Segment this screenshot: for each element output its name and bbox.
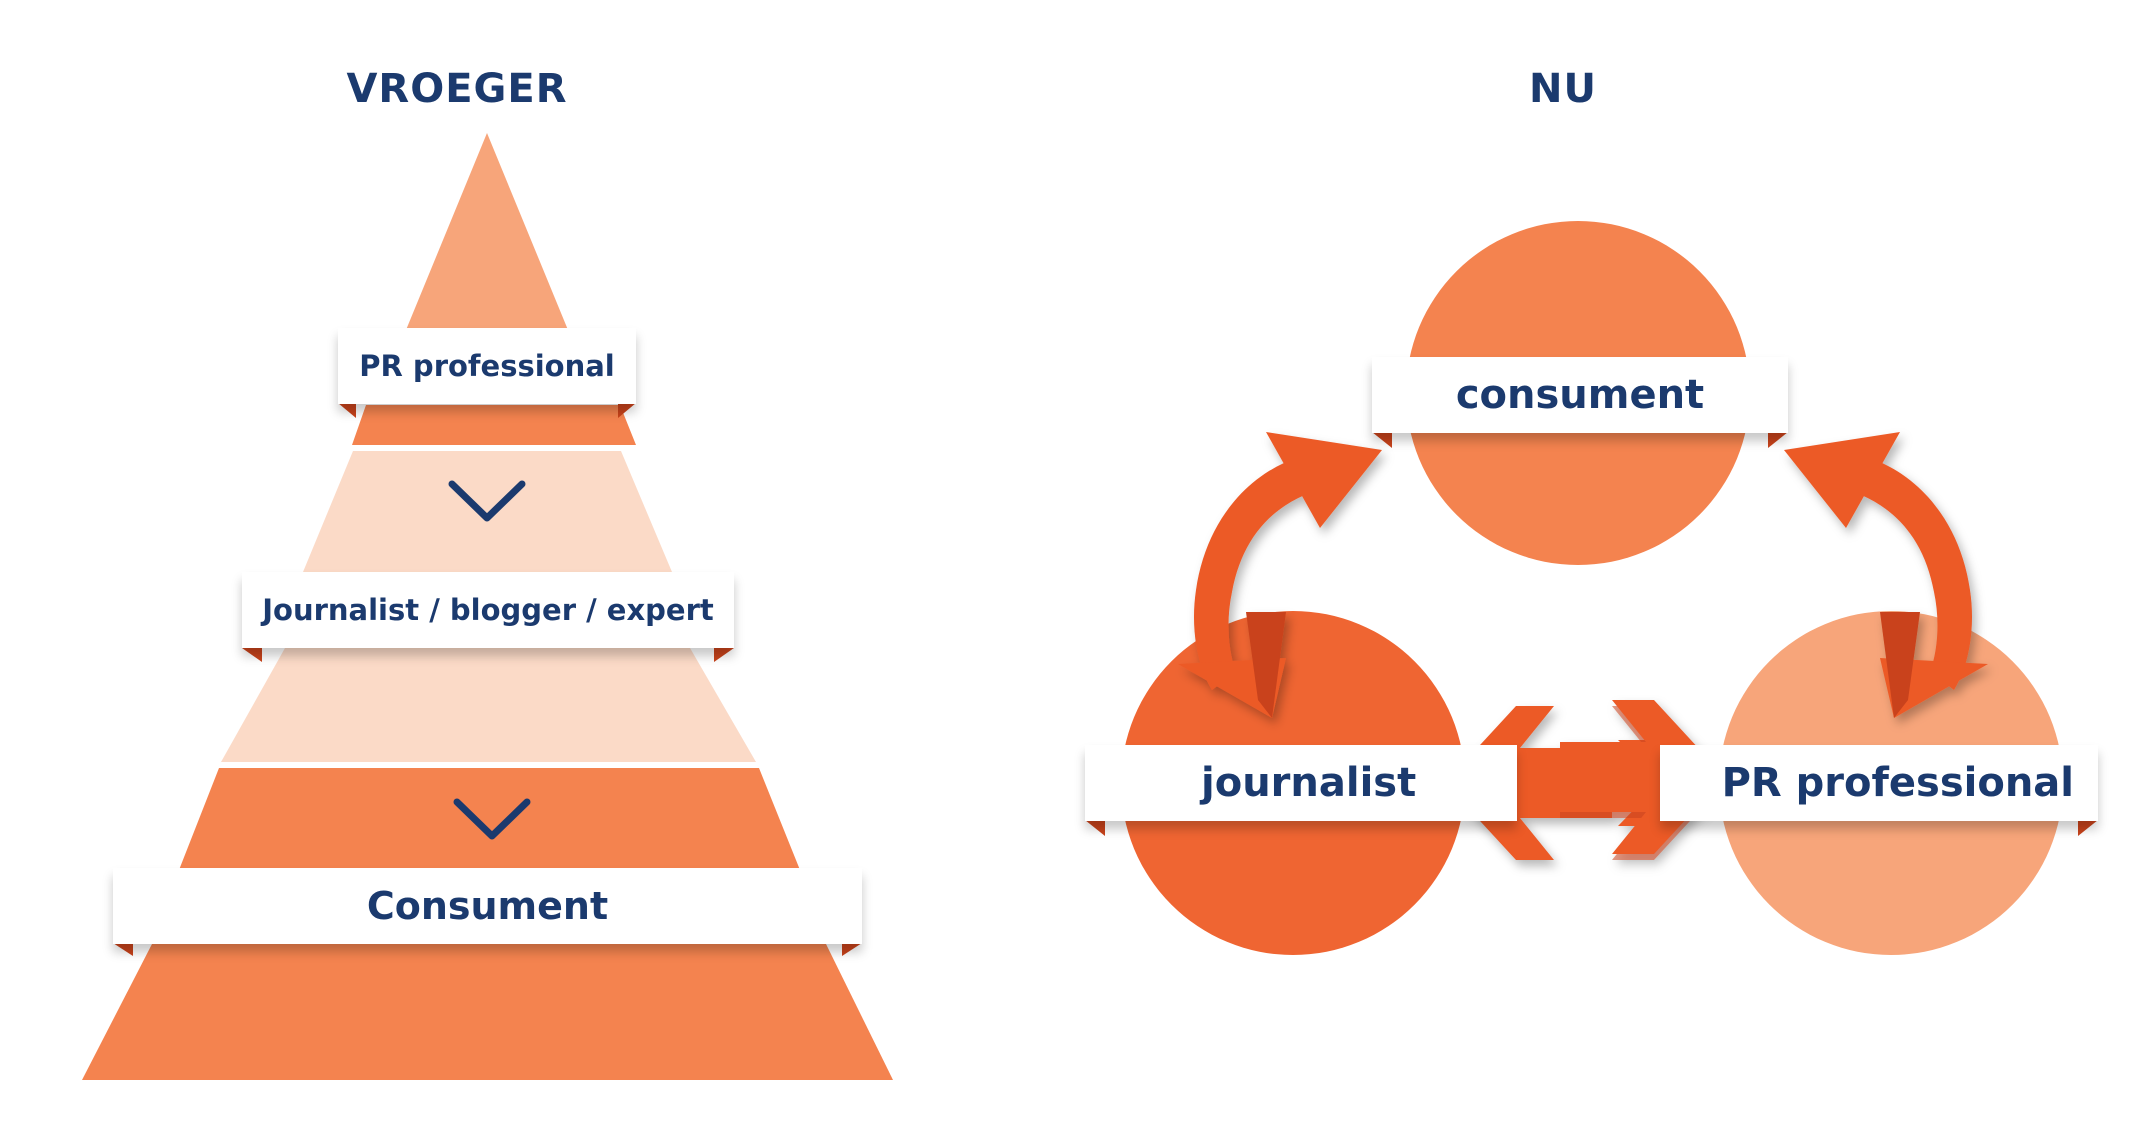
pyramid-base: [82, 944, 893, 1080]
fold: [1085, 820, 1105, 836]
pyramid: [82, 133, 893, 1080]
curved-double-arrow-icon: [1178, 432, 1382, 718]
cycle: [1085, 221, 2098, 955]
pyramid-band-3: [221, 648, 756, 762]
title-nu: NU: [1529, 66, 1597, 112]
fold: [1372, 432, 1392, 448]
fold: [242, 648, 262, 662]
label-consument-pyramid: Consument: [113, 868, 862, 944]
fold: [1768, 432, 1788, 448]
chevron-down-icon: [453, 798, 531, 840]
pyramid-band-2: [303, 451, 672, 572]
fold: [338, 403, 356, 418]
label-journalist-blogger-expert: Journalist / blogger / expert: [242, 572, 734, 648]
chevron-down-icon: [448, 480, 526, 522]
fold: [618, 403, 636, 418]
fold: [842, 943, 862, 956]
label-consument-cycle: consument: [1372, 357, 1788, 433]
fold: [714, 648, 734, 662]
label-journalist-cycle: journalist: [1085, 745, 1517, 821]
pyramid-band-1: [352, 405, 636, 445]
title-vroeger: VROEGER: [346, 66, 568, 112]
pyramid-apex: [406, 133, 568, 330]
pyramid-band-4: [179, 768, 800, 870]
label-pr-professional-pyramid: PR professional: [338, 328, 636, 404]
fold: [2078, 820, 2098, 836]
label-pr-professional-cycle: PR professional: [1660, 745, 2098, 821]
curved-double-arrow-icon: [1784, 432, 1988, 718]
fold: [113, 943, 133, 956]
